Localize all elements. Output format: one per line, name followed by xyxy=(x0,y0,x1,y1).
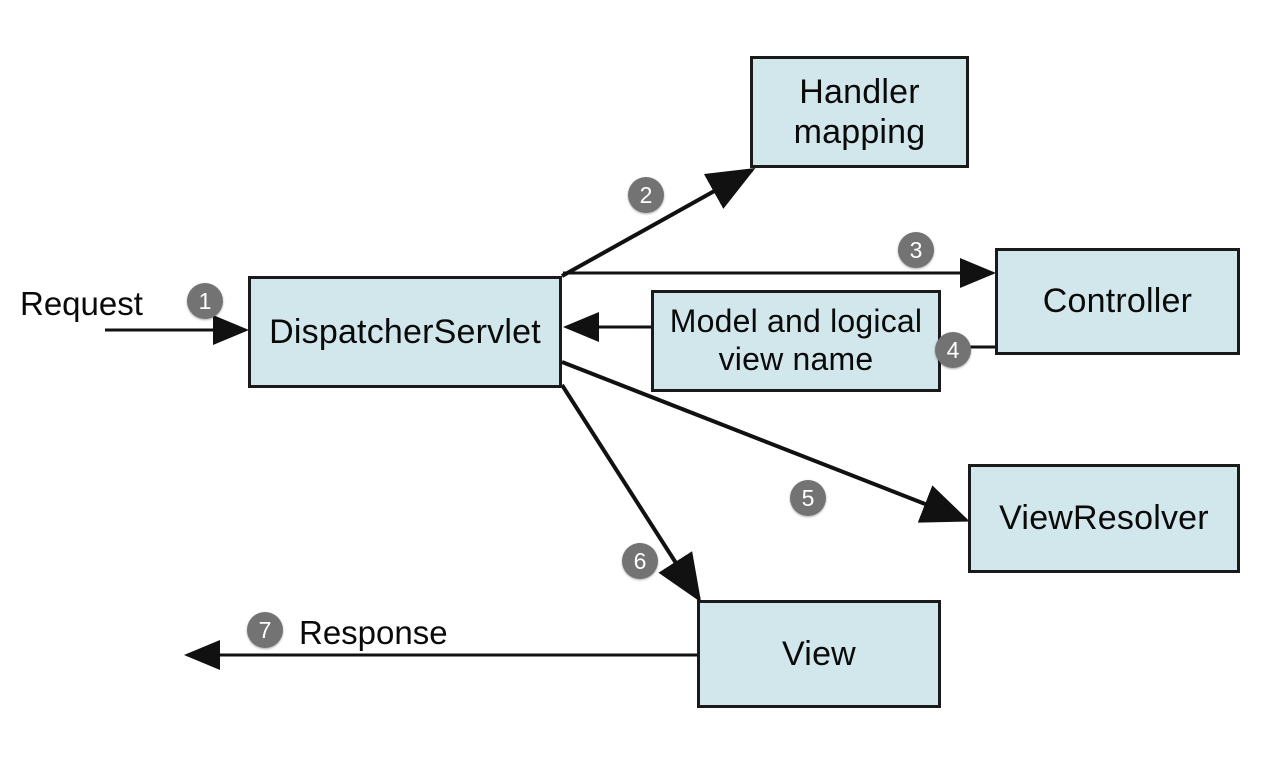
node-view-resolver-label: ViewResolver xyxy=(999,499,1209,538)
step-badge-3: 3 xyxy=(898,232,934,268)
node-controller-label: Controller xyxy=(1042,282,1193,321)
label-response: Response xyxy=(299,614,448,651)
node-handler-mapping[interactable]: Handler mapping xyxy=(750,56,969,168)
node-dispatcher-servlet[interactable]: DispatcherServlet xyxy=(248,276,562,388)
connector-2-dispatcher-to-handlermapping xyxy=(561,168,756,278)
node-view-label: View xyxy=(782,634,856,673)
node-dispatcher-servlet-label: DispatcherServlet xyxy=(269,312,541,351)
node-model-and-view-name[interactable]: Model and logical view name xyxy=(651,290,941,392)
node-view-resolver[interactable]: ViewResolver xyxy=(968,464,1240,573)
step-badge-4: 4 xyxy=(935,332,971,368)
step-badge-7: 7 xyxy=(247,612,283,648)
step-badge-5: 5 xyxy=(790,480,826,516)
step-badge-2: 2 xyxy=(628,177,664,213)
label-request: Request xyxy=(20,285,143,322)
step-badge-6: 6 xyxy=(622,543,658,579)
step-badge-1: 1 xyxy=(187,283,223,319)
node-handler-mapping-label: Handler mapping xyxy=(793,72,926,151)
node-view[interactable]: View xyxy=(697,600,941,708)
node-model-and-view-name-label: Model and logical view name xyxy=(669,303,923,377)
connector-6-dispatcher-to-view xyxy=(560,383,702,603)
node-controller[interactable]: Controller xyxy=(995,248,1240,355)
connector-5-dispatcher-to-viewresolver xyxy=(561,360,970,523)
